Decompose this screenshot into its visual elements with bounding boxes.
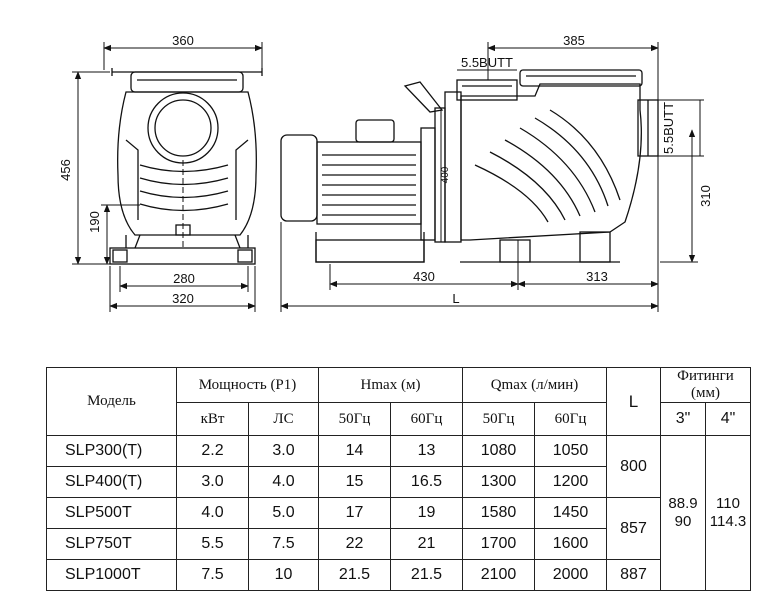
fit-3-line2: 90: [674, 513, 692, 530]
subheader-fit-3: 3": [660, 402, 706, 436]
cell-h60: 21: [390, 528, 463, 560]
dim-front-width: 360: [172, 33, 194, 48]
cell-kw: 7.5: [176, 559, 249, 591]
cell-kw: 3.0: [176, 466, 249, 498]
dim-side-top-width: 385: [563, 33, 585, 48]
side-view: [280, 69, 659, 263]
cell-length-887: 887: [606, 559, 661, 591]
pump-dimension-drawing: 360 456 190 280 320: [58, 33, 713, 312]
cell-q60: 1600: [534, 528, 607, 560]
cell-q60: 1050: [534, 435, 607, 467]
subheader-hmax-50: 50Гц: [318, 402, 391, 436]
table-row: SLP400(T) 3.0 4.0 15 16.5 1300 1200: [46, 466, 751, 498]
cell-kw: 2.2: [176, 435, 249, 467]
dim-overall-length: L: [452, 291, 459, 306]
cell-model: SLP750T: [46, 528, 177, 560]
dim-front-base-width: 280: [173, 271, 195, 286]
header-qmax: Qmax (л/мин): [462, 367, 607, 403]
cell-hp: 7.5: [248, 528, 319, 560]
dim-outlet-thread: 5.5BUTT: [661, 102, 676, 154]
cell-kw: 5.5: [176, 528, 249, 560]
cell-h60: 21.5: [390, 559, 463, 591]
cell-q50: 1080: [462, 435, 535, 467]
cell-q50: 1580: [462, 497, 535, 529]
cell-h60: 13: [390, 435, 463, 467]
cell-q50: 1700: [462, 528, 535, 560]
dim-pump-length: 313: [586, 269, 608, 284]
cell-q50: 1300: [462, 466, 535, 498]
cell-q60: 2000: [534, 559, 607, 591]
cell-model: SLP500T: [46, 497, 177, 529]
cell-hp: 5.0: [248, 497, 319, 529]
subheader-fit-4: 4": [705, 402, 751, 436]
table-row: SLP1000T 7.5 10 21.5 21.5 2100 2000 887: [46, 559, 751, 591]
front-view: [109, 68, 263, 265]
fit-4-line2: 114.3: [709, 513, 747, 530]
dim-front-axis-height: 190: [87, 211, 102, 233]
cell-hp: 3.0: [248, 435, 319, 467]
cell-q60: 1450: [534, 497, 607, 529]
cell-h50: 15: [318, 466, 391, 498]
cell-length-857: 857: [606, 497, 661, 560]
subheader-qmax-50: 50Гц: [462, 402, 535, 436]
table-row: SLP300(T) 2.2 3.0 14 13 1080 1050 800 88…: [46, 435, 751, 591]
cell-h60: 19: [390, 497, 463, 529]
cell-q60: 1200: [534, 466, 607, 498]
cell-q50: 2100: [462, 559, 535, 591]
dim-inlet-thread: 5.5BUTT: [461, 55, 513, 70]
subheader-hmax-60: 60Гц: [390, 402, 463, 436]
spec-table: Модель Мощность (P1) Hmax (м) Qmax (л/ми…: [46, 367, 751, 591]
subheader-hp: ЛС: [248, 402, 319, 436]
cell-model: SLP300(T): [46, 435, 177, 467]
header-fittings: Фитинги (мм): [660, 367, 751, 403]
cell-kw: 4.0: [176, 497, 249, 529]
cell-model: SLP1000T: [46, 559, 177, 591]
header-hmax: Hmax (м): [318, 367, 463, 403]
cell-h50: 22: [318, 528, 391, 560]
fit-4-line1: 110: [716, 495, 740, 512]
dim-motor-length: 430: [413, 269, 435, 284]
dim-motor-height: 400: [440, 166, 451, 183]
dim-side-outlet-height: 310: [698, 185, 713, 207]
header-length: L: [606, 367, 661, 436]
cell-model: SLP400(T): [46, 466, 177, 498]
cell-hp: 4.0: [248, 466, 319, 498]
fit-3-line1: 88.9: [668, 495, 698, 512]
dim-front-height: 456: [58, 159, 73, 181]
header-model: Модель: [46, 367, 177, 436]
subheader-qmax-60: 60Гц: [534, 402, 607, 436]
cell-hp: 10: [248, 559, 319, 591]
front-dimensions: [72, 42, 263, 312]
subheader-kw: кВт: [176, 402, 249, 436]
header-power: Мощность (P1): [176, 367, 319, 403]
side-dimensions: [280, 42, 704, 312]
table-row: SLP500T 4.0 5.0 17 19 1580 1450 857: [46, 497, 751, 560]
cell-h50: 17: [318, 497, 391, 529]
cell-h50: 21.5: [318, 559, 391, 591]
cell-h50: 14: [318, 435, 391, 467]
cell-length-800: 800: [606, 435, 661, 498]
dim-front-base-outer: 320: [172, 291, 194, 306]
cell-h60: 16.5: [390, 466, 463, 498]
